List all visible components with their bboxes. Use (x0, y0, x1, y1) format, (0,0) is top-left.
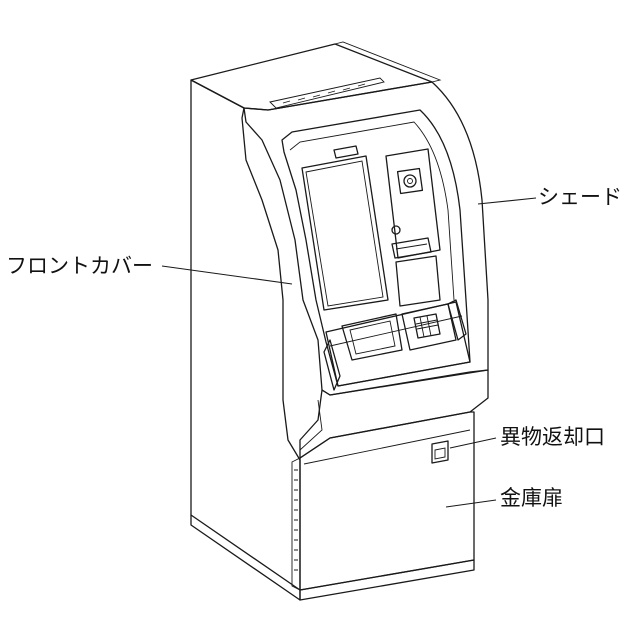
indicator-lamp (392, 226, 400, 234)
key-lock-cylinder (404, 175, 416, 187)
key-lock-icon (398, 169, 423, 194)
shade-outline (244, 82, 488, 395)
label-return-slot: 異物返却口 (500, 427, 605, 448)
top-rear-edge (335, 42, 440, 82)
left-side-panel (191, 80, 300, 590)
safe-door-top-edge (304, 430, 470, 464)
shade-inner-rim (282, 110, 470, 386)
bill-acceptor (396, 256, 440, 306)
base-plinth (300, 560, 474, 600)
control-column (386, 149, 440, 258)
safe-door (300, 412, 474, 590)
leader-shade (478, 198, 536, 204)
return-slot (432, 441, 448, 463)
coin-tray-inner (350, 321, 395, 354)
shade-rim-inner-line (290, 122, 454, 300)
label-shade: シェード (538, 187, 622, 208)
side-plinth (191, 515, 300, 600)
leader-safe-door (446, 500, 496, 507)
top-sensor (334, 146, 358, 158)
label-front-cover: フロントカバー (6, 256, 153, 277)
top-surface (191, 44, 432, 110)
leader-front-cover (162, 266, 292, 284)
display-screen-inner (306, 161, 383, 306)
leader-return-slot (450, 438, 496, 448)
label-safe-door: 金庫扉 (500, 488, 563, 509)
display-screen (302, 156, 388, 310)
